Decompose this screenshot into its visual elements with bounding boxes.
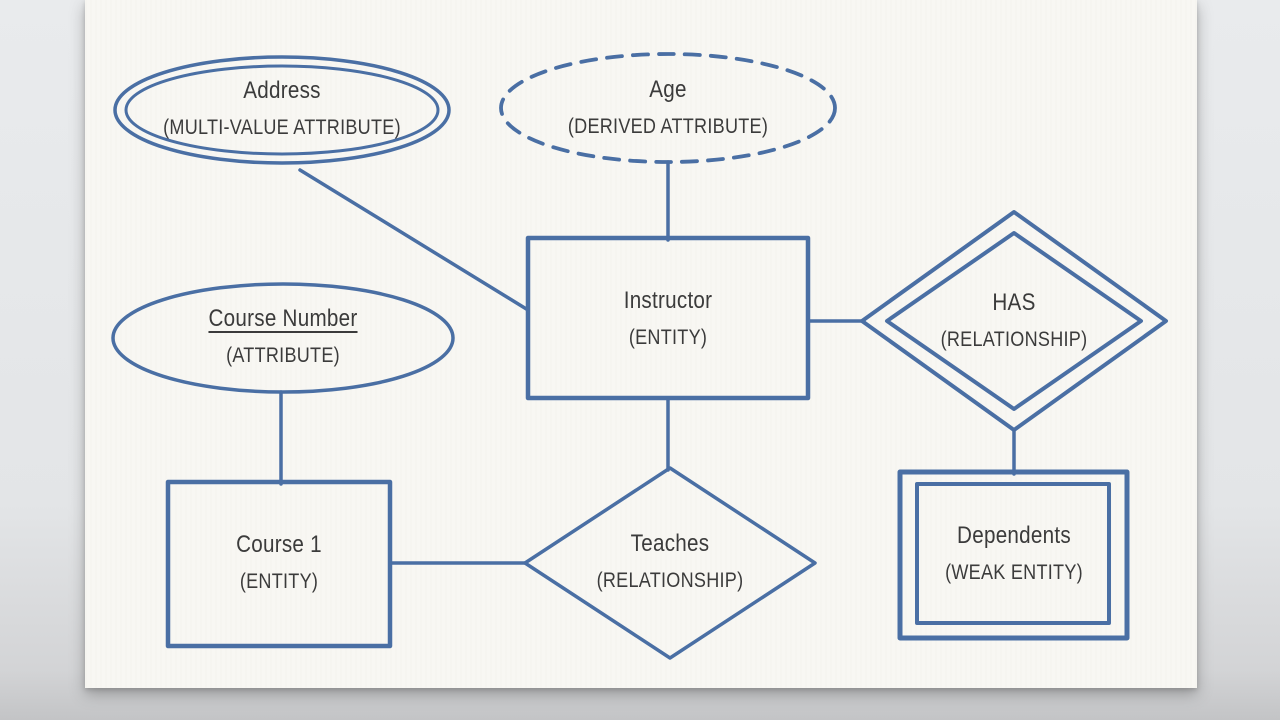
course1-node-rect — [165, 479, 393, 649]
instructor-type: (ENTITY) — [628, 326, 708, 349]
node-label-course1: Course 1 (ENTITY) — [133, 525, 425, 599]
has-type: (RELATIONSHIP) — [940, 328, 1088, 351]
address-type: (MULTI-VALUE ATTRIBUTE) — [163, 116, 401, 139]
age-type: (DERIVED ATTRIBUTE) — [567, 115, 769, 138]
dependents-node-outer-rect — [897, 469, 1130, 641]
dependents-type: (WEAK ENTITY) — [945, 561, 1083, 584]
has-node-inner-diamond — [885, 231, 1143, 411]
address-node-outer-ellipse — [113, 55, 451, 165]
teaches-name: Teaches — [630, 530, 710, 557]
course1-type: (ENTITY) — [239, 570, 319, 593]
address-node-inner-ellipse — [124, 64, 440, 156]
paper-card — [85, 0, 1197, 688]
dependents-name: Dependents — [957, 522, 1071, 549]
address-name: Address — [243, 77, 321, 104]
age-name: Age — [649, 76, 687, 103]
dependents-node-inner-rect — [915, 482, 1111, 625]
instructor-node-rect — [525, 235, 811, 401]
age-node-dashed-ellipse — [499, 52, 837, 164]
node-label-instructor: Instructor (ENTITY) — [522, 281, 814, 355]
teaches-node-diamond — [523, 466, 817, 660]
node-label-address: Address (MULTI-VALUE ATTRIBUTE) — [136, 71, 428, 145]
has-node-outer-diamond — [860, 210, 1168, 432]
node-label-course-number: Course Number (ATTRIBUTE) — [137, 299, 429, 373]
teaches-type: (RELATIONSHIP) — [596, 569, 744, 592]
has-name: HAS — [992, 289, 1036, 316]
course-number-name: Course Number — [208, 305, 358, 332]
course1-name: Course 1 — [236, 531, 322, 558]
node-label-dependents: Dependents (WEAK ENTITY) — [868, 516, 1160, 590]
node-label-age: Age (DERIVED ATTRIBUTE) — [522, 70, 814, 144]
instructor-name: Instructor — [623, 287, 713, 314]
course-number-node-ellipse — [111, 282, 455, 394]
course-number-type: (ATTRIBUTE) — [226, 344, 340, 367]
node-label-has: HAS (RELATIONSHIP) — [868, 283, 1160, 357]
node-label-teaches: Teaches (RELATIONSHIP) — [524, 524, 816, 598]
connector-address-instructor — [298, 168, 530, 312]
